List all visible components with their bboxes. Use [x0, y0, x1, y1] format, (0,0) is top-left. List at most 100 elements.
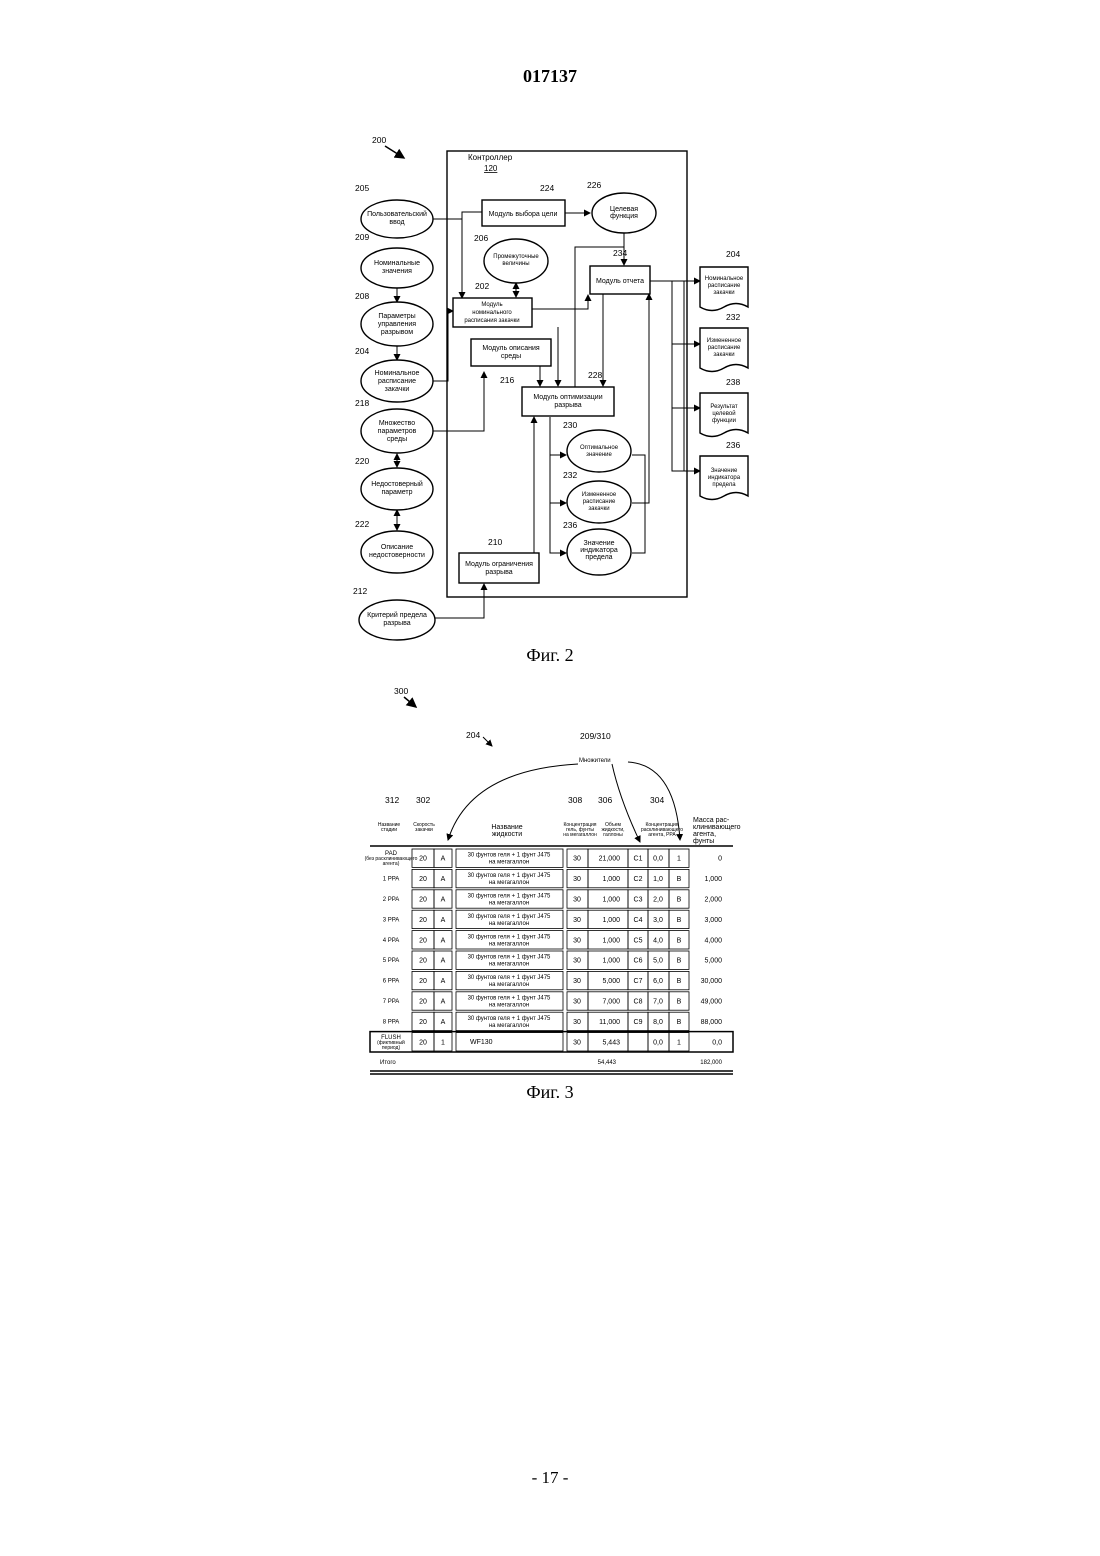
table-cell-b: B	[677, 999, 682, 1006]
table-cell-conc: 30	[573, 937, 581, 944]
table-cell-vol: 1,000	[602, 876, 620, 883]
table-cell-stage: PAD(без расклинивающегоагента)	[365, 851, 418, 867]
svg-text:204: 204	[726, 249, 740, 259]
table-cell-code: A	[441, 958, 446, 965]
table-cell-b: B	[677, 937, 682, 944]
figure-3-table: 300 204 209/310 Множители 312 302 308 30…	[0, 680, 1100, 1080]
svg-text:224: 224	[540, 183, 554, 193]
svg-text:206: 206	[474, 233, 488, 243]
table-cell-code: A	[441, 897, 446, 904]
table-cell-mass: 4,000	[704, 937, 722, 944]
table-cell-conc: 30	[573, 856, 581, 863]
svg-text:220: 220	[355, 456, 369, 466]
page-number: - 17 -	[0, 1468, 1100, 1488]
controller-title: Контроллер	[468, 153, 513, 162]
table-cell-fluid: 30 фунтов геля + 1 фунт J475на мегагалло…	[468, 914, 551, 927]
multipliers-label: Множители	[579, 758, 611, 764]
table-cell-vol: 7,000	[602, 999, 620, 1006]
svg-text:308: 308	[568, 795, 582, 805]
figure-3-caption: Фиг. 3	[0, 1082, 1100, 1103]
svg-text:306: 306	[598, 795, 612, 805]
table-cell-rate: 20	[419, 917, 427, 924]
table-cell-ppa: 5,0	[653, 958, 663, 965]
table-cell-code: A	[441, 876, 446, 883]
fig3-ref-300: 300	[394, 686, 408, 696]
totals-mass: 182,000	[700, 1060, 722, 1066]
table-cell-conc: 30	[573, 1039, 581, 1046]
svg-text:209: 209	[355, 232, 369, 242]
table-cell-vol: 1,000	[602, 917, 620, 924]
svg-text:Значениеиндикаторапредела: Значениеиндикаторапредела	[580, 540, 618, 561]
svg-text:Концентрациягель, фунтына мега: Концентрациягель, фунтына мегагаллон	[563, 822, 597, 838]
table-row: 1 PPA20A30 фунтов геля + 1 фунт J475на м…	[383, 869, 722, 887]
table-cell-conc: 30	[573, 876, 581, 883]
svg-text:302: 302	[416, 795, 430, 805]
output-doc-modified-schedule: 232 Измененноерасписаниезакачки	[700, 312, 748, 372]
table-cell-fluid: WF130	[470, 1039, 493, 1046]
table-cell-stage: 7 PPA	[383, 999, 400, 1005]
table-cell-ppa: 3,0	[653, 917, 663, 924]
table-cell-mass: 88,000	[701, 1019, 723, 1026]
table-cell-rate: 20	[419, 1039, 427, 1046]
left-oval-env-params: 218 Множествопараметровсреды	[355, 398, 433, 453]
svg-text:Результатцелевойфункции: Результатцелевойфункции	[710, 404, 738, 424]
table-cell-code: A	[441, 937, 446, 944]
svg-text:304: 304	[650, 795, 664, 805]
svg-text:232: 232	[563, 470, 577, 480]
svg-text:Модуль выбора цели: Модуль выбора цели	[489, 210, 558, 218]
table-cell-c: C1	[634, 856, 643, 863]
table-cell-code: A	[441, 978, 446, 985]
table-cell-ppa: 2,0	[653, 897, 663, 904]
svg-text:Параметрыуправленияразрывом: Параметрыуправленияразрывом	[378, 313, 416, 336]
svg-text:Концентрациярасклинивающегоаге: Концентрациярасклинивающегоагента, PPA	[641, 822, 683, 838]
table-cell-vol: 5,000	[602, 978, 620, 985]
fig2-ref-200: 200	[372, 135, 386, 145]
table-cell-stage: 2 PPA	[383, 897, 400, 903]
svg-text:208: 208	[355, 291, 369, 301]
table-cell-vol: 5,443	[602, 1039, 620, 1046]
table-cell-c: C6	[634, 958, 643, 965]
table-cell-b: B	[677, 1019, 682, 1026]
table-cell-fluid: 30 фунтов геля + 1 фунт J475на мегагалло…	[468, 853, 551, 866]
table-cell-conc: 30	[573, 978, 581, 985]
table-row: PAD(без расклинивающегоагента)20A30 фунт…	[365, 849, 723, 867]
table-row: 6 PPA20A30 фунтов геля + 1 фунт J475на м…	[383, 971, 722, 989]
table-cell-rate: 20	[419, 1019, 427, 1026]
svg-text:238: 238	[726, 377, 740, 387]
table-cell-rate: 20	[419, 856, 427, 863]
table-cell-conc: 30	[573, 897, 581, 904]
table-cell-conc: 30	[573, 999, 581, 1006]
table-cell-b: 1	[677, 856, 681, 863]
svg-text:232: 232	[726, 312, 740, 322]
table-row: 2 PPA20A30 фунтов геля + 1 фунт J475на м…	[383, 890, 722, 908]
figure-2-caption: Фиг. 2	[0, 645, 1100, 666]
table-row: 5 PPA20A30 фунтов геля + 1 фунт J475на м…	[383, 951, 722, 969]
table-cell-rate: 20	[419, 978, 427, 985]
output-doc-limit-indicator: 236 Значениеиндикаторапредела	[700, 440, 748, 500]
totals-vol: 54,443	[598, 1060, 617, 1066]
svg-text:230: 230	[563, 420, 577, 430]
table-cell-c: C5	[634, 937, 643, 944]
svg-text:Объемжидкости,галлоны: Объемжидкости,галлоны	[601, 822, 624, 838]
table-cell-c: C8	[634, 999, 643, 1006]
table-row: 4 PPA20A30 фунтов геля + 1 фунт J475на м…	[383, 931, 722, 949]
table-cell-code: A	[441, 1019, 446, 1026]
table-cell-rate: 20	[419, 958, 427, 965]
table-cell-stage: 8 PPA	[383, 1019, 400, 1025]
table-cell-ppa: 0,0	[653, 856, 663, 863]
table-cell-b: B	[677, 917, 682, 924]
table-cell-b: B	[677, 876, 682, 883]
table-cell-vol: 21,000	[599, 856, 621, 863]
figure-2-diagram: 200 Контроллер 120 205 Пользовательскийв…	[0, 0, 1100, 660]
table-cell-fluid: 30 фунтов геля + 1 фунт J475на мегагалло…	[468, 894, 551, 907]
svg-text:218: 218	[355, 398, 369, 408]
table-cell-fluid: 30 фунтов геля + 1 фунт J475на мегагалло…	[468, 934, 551, 947]
svg-text:Названиежидкости: Названиежидкости	[491, 824, 522, 838]
table-cell-stage: 6 PPA	[383, 979, 400, 985]
fig3-ref-multipliers: 209/310	[580, 731, 611, 741]
svg-text:212: 212	[353, 586, 367, 596]
table-cell-code: A	[441, 917, 446, 924]
table-cell-ppa: 8,0	[653, 1019, 663, 1026]
table-cell-ppa: 1,0	[653, 876, 663, 883]
table-cell-conc: 30	[573, 917, 581, 924]
